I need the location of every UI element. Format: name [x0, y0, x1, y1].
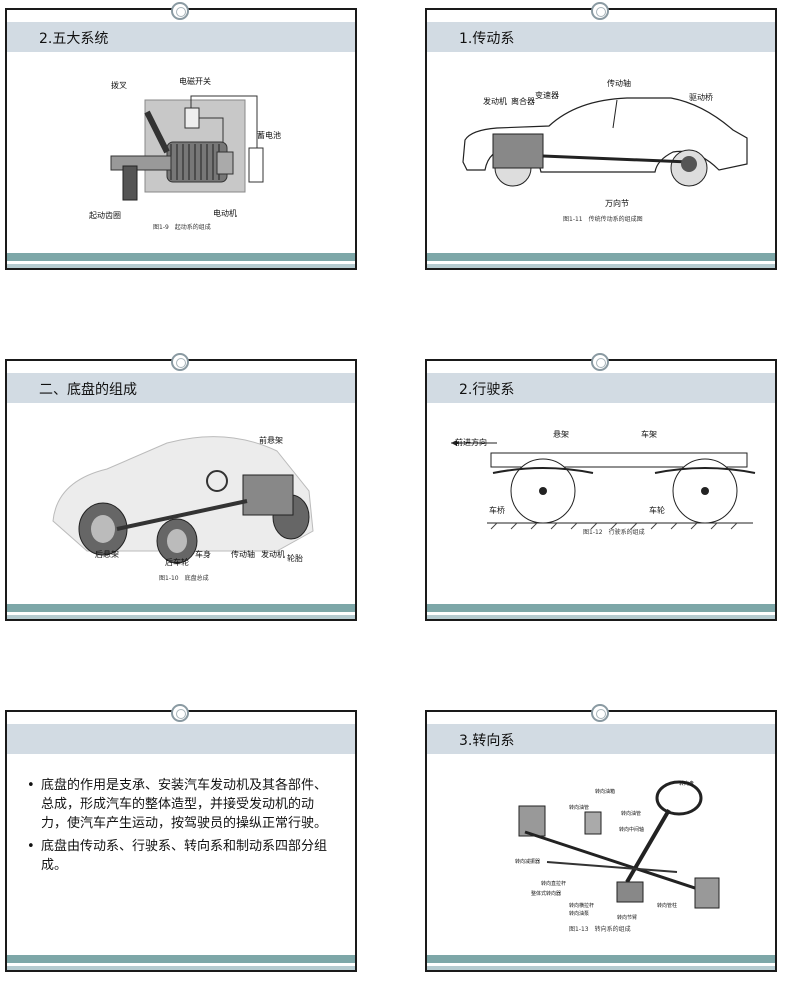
label-engine: 发动机 — [483, 97, 507, 106]
label-motor: 电动机 — [213, 209, 237, 218]
label-shaft-mid: 转向中间轴 — [619, 827, 645, 833]
binder-ring-icon — [591, 704, 609, 722]
footer-bar-light — [427, 966, 775, 970]
binder-ring-icon — [591, 2, 609, 20]
label-knuckle: 转向横拉杆 — [569, 903, 595, 909]
label-shaft: 传动轴 — [607, 79, 631, 88]
binder-ring-icon — [171, 353, 189, 371]
slide-header: 3.转向系 — [427, 724, 775, 754]
figure-caption: 图1-10 底盘总成 — [159, 575, 209, 582]
label-rear-suspension: 后悬架 — [95, 550, 119, 559]
footer-bar-light — [7, 264, 355, 268]
bullet-item: 底盘由传动系、行驶系、转向系和制动系四部分组成。 — [27, 837, 337, 875]
bullet-list: 底盘的作用是支承、安装汽车发动机及其各部件、总成，形成汽车的整体造型，并接受发动… — [27, 776, 337, 879]
slide-title: 2.行驶系 — [459, 382, 515, 398]
label-gearbox: 变速器 — [535, 91, 559, 100]
slide-title: 2.五大系统 — [39, 31, 109, 47]
label-column: 转向管柱 — [657, 903, 678, 909]
label-battery: 蓄电池 — [257, 131, 281, 140]
label-wheel: 车轮 — [649, 506, 665, 515]
label-suspension: 悬架 — [553, 430, 569, 439]
label-integral: 整体式转向器 — [531, 891, 562, 897]
label-drive-axle: 驱动桥 — [689, 93, 713, 102]
starter-diagram — [110, 95, 264, 201]
slide-chassis-composition[interactable]: 二、底盘的组成 前悬架 后悬架 后车轮 车身 传动轴 发动机 轮胎 图1-10 … — [5, 353, 357, 621]
label-pipe: 转向油管 — [621, 811, 642, 817]
label-tire: 轮胎 — [287, 554, 303, 563]
slide-header: 2.五大系统 — [7, 22, 355, 52]
slide-starter-system[interactable]: 2.五大系统 拨叉 电磁开关 蓄电池 起动齿圈 电动机 图1-9 起动系的组成 — [5, 2, 357, 270]
footer-bar-light — [7, 966, 355, 970]
label-front-suspension: 前悬架 — [259, 436, 283, 445]
chassis-diagram — [52, 436, 314, 564]
footer-bar — [427, 604, 775, 612]
slide-header — [7, 724, 355, 754]
label-body: 车身 — [195, 550, 211, 559]
binder-ring-icon — [171, 704, 189, 722]
footer-bar — [7, 253, 355, 261]
footer-bar-light — [7, 615, 355, 619]
label-ring-gear: 起动齿圈 — [89, 211, 121, 220]
label-rear-wheel: 后车轮 — [165, 558, 189, 567]
label-frame: 车架 — [641, 430, 657, 439]
slide-title: 1.传动系 — [459, 31, 515, 47]
label-tank: 转向油箱 — [595, 789, 616, 795]
label-shaft: 传动轴 — [231, 550, 255, 559]
label-direction: 前进方向 — [455, 438, 487, 447]
binder-ring-icon — [171, 2, 189, 20]
label-switch: 电磁开关 — [179, 77, 211, 86]
label-pump: 转向油泵 — [569, 911, 590, 917]
slide-chassis-text[interactable]: 底盘的作用是支承、安装汽车发动机及其各部件、总成，形成汽车的整体造型，并接受发动… — [5, 704, 357, 972]
footer-bar-light — [427, 264, 775, 268]
label-fork: 拨叉 — [111, 81, 127, 90]
slide-header: 2.行驶系 — [427, 373, 775, 403]
label-steering-wheel: 转向盘 — [679, 781, 695, 787]
figure-caption: 图1-13 转向系的组成 — [569, 926, 631, 933]
slide-header: 1.传动系 — [427, 22, 775, 52]
figure-caption: 图1-9 起动系的组成 — [153, 224, 211, 231]
label-clutch: 离合器 — [511, 97, 535, 106]
bullet-item: 底盘的作用是支承、安装汽车发动机及其各部件、总成，形成汽车的整体造型，并接受发动… — [27, 776, 337, 833]
slide-header: 二、底盘的组成 — [7, 373, 355, 403]
drivetrain-diagram — [462, 97, 748, 187]
footer-bar — [7, 604, 355, 612]
footer-bar — [427, 253, 775, 261]
label-tie: 转向节臂 — [617, 915, 638, 921]
running-gear-diagram — [451, 440, 756, 530]
slide-drivetrain[interactable]: 1.传动系 发动机 离合器 变速器 传动轴 驱动桥 万向节 图1-11 传统传动… — [425, 2, 777, 270]
binder-ring-icon — [591, 353, 609, 371]
label-ujoint: 万向节 — [605, 199, 629, 208]
steering-diagram — [518, 780, 720, 909]
slide-running-gear[interactable]: 2.行驶系 前进方向 悬架 车架 车桥 车轮 图1-12 行驶系的组成 — [425, 353, 777, 621]
label-gear-bracket: 转向油管 — [569, 805, 590, 811]
footer-bar — [7, 955, 355, 963]
label-rod: 转向直拉杆 — [541, 881, 567, 887]
label-axle: 车桥 — [489, 506, 505, 515]
figure-caption: 图1-11 传统传动系的组成图 — [563, 216, 643, 223]
slide-title: 3.转向系 — [459, 733, 515, 749]
slide-steering[interactable]: 3.转向系 转向盘 转向油箱 转向油管 转向油管 转向中间轴 转向减振器 转向直… — [425, 704, 777, 972]
label-engine: 发动机 — [261, 550, 285, 559]
footer-bar — [427, 955, 775, 963]
slide-title: 二、底盘的组成 — [39, 382, 137, 398]
label-damper: 转向减振器 — [515, 859, 541, 865]
figure-caption: 图1-12 行驶系的组成 — [583, 529, 645, 536]
footer-bar-light — [427, 615, 775, 619]
